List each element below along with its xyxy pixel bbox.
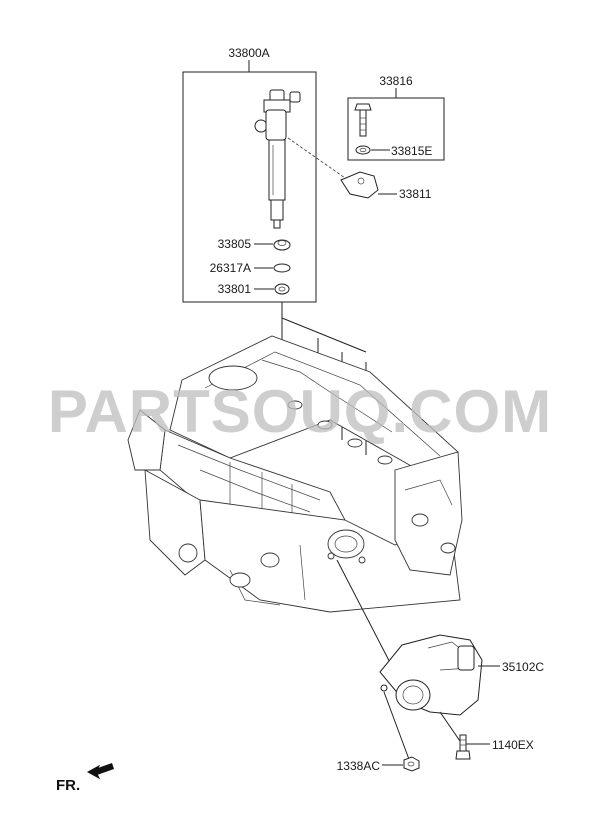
label-33805[interactable]: 33805 (218, 237, 252, 251)
gasket-shape (274, 283, 290, 295)
label-33801[interactable]: 33801 (218, 282, 252, 296)
o-ring-shape (273, 263, 291, 273)
throttle-mount-flange (327, 529, 365, 559)
clamp-group: 33811 (287, 137, 432, 201)
label-33800A[interactable]: 33800A (228, 46, 269, 60)
label-33811[interactable]: 33811 (399, 187, 432, 201)
injector-assembly-group: 33800A 33805 26317A 33801 (182, 46, 317, 303)
label-33815E[interactable]: 33815E (391, 144, 432, 158)
seal-ring-shape (273, 239, 291, 251)
label-33816[interactable]: 33816 (379, 74, 413, 88)
front-direction-indicator: FR. (56, 763, 114, 794)
engine-illustration (127, 335, 463, 613)
watermark: PARTSOUQ.COM (48, 378, 552, 445)
label-1140EX[interactable]: 1140EX (492, 738, 534, 752)
nut-group: 1338AC (337, 691, 420, 773)
washer-shape (355, 145, 371, 155)
throttle-body-group: 35102C (336, 559, 544, 716)
bolt-set-group: 33816 33815E (347, 74, 445, 161)
label-35102C[interactable]: 35102C (502, 660, 544, 674)
nut-shape (403, 756, 420, 772)
front-label: FR. (56, 777, 80, 794)
clamp-shape (340, 171, 379, 199)
label-26317A[interactable]: 26317A (210, 261, 251, 275)
injector-illustration (254, 89, 301, 229)
bolt-group: 1140EX (439, 711, 534, 760)
label-1338AC[interactable]: 1338AC (337, 759, 381, 773)
